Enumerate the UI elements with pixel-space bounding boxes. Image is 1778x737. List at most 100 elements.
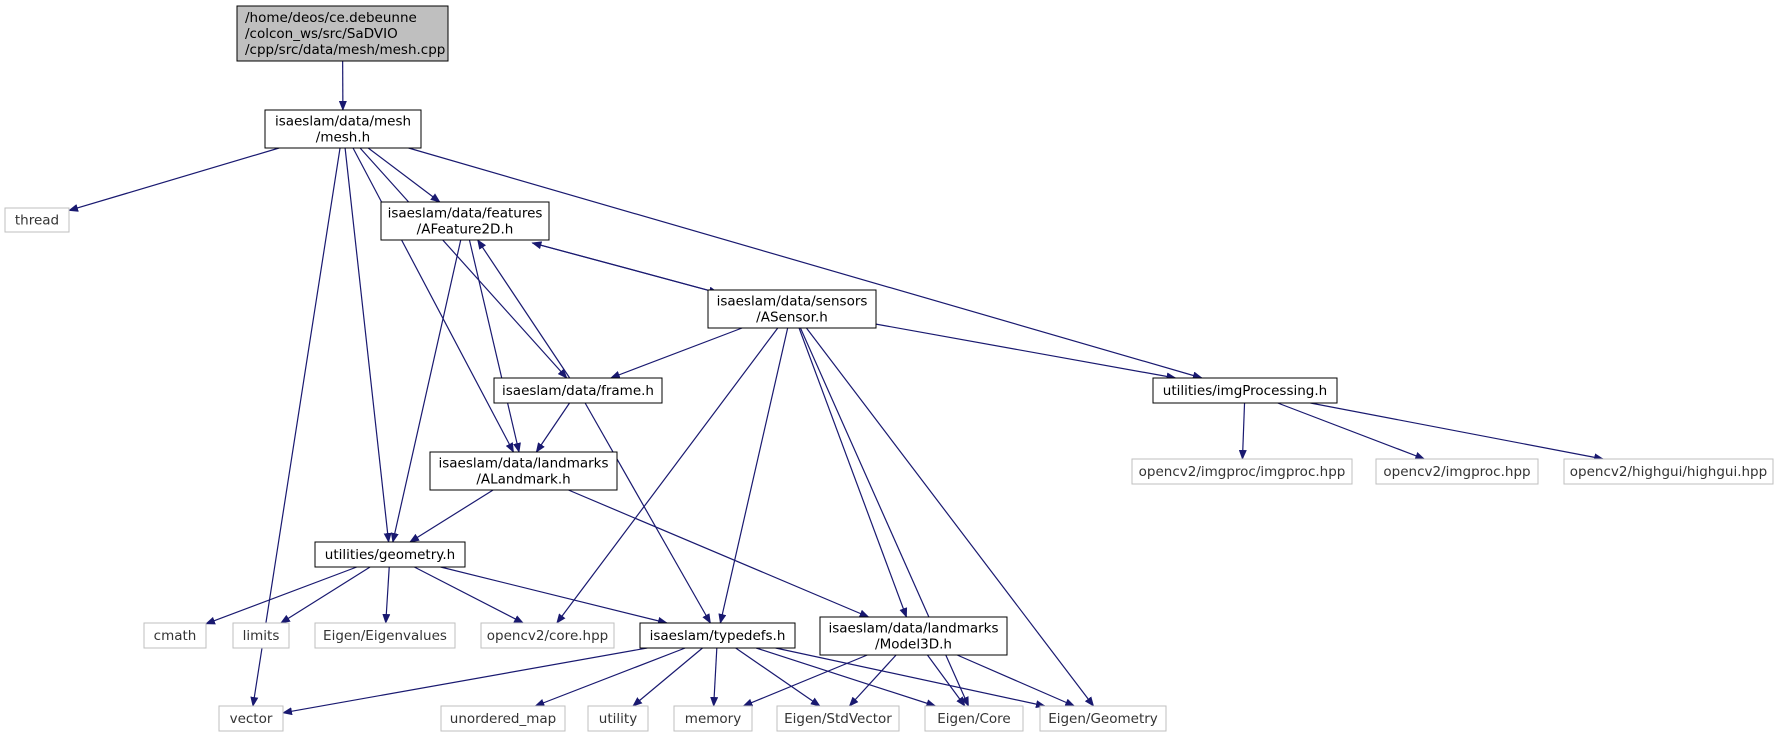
node-box bbox=[639, 622, 796, 649]
node-box bbox=[314, 541, 466, 568]
node-box bbox=[380, 201, 550, 241]
node-cmath: cmath bbox=[143, 622, 207, 649]
edge-asensor-to-typedefs bbox=[718, 327, 789, 624]
edge-geometry-to-cmath bbox=[205, 566, 358, 625]
node-box bbox=[1375, 458, 1539, 485]
node-label: /Model3D.h bbox=[875, 637, 952, 653]
node-asensor[interactable]: isaeslam/data/sensors/ASensor.h bbox=[707, 289, 877, 329]
node-box bbox=[924, 705, 1024, 732]
node-label: opencv2/imgproc/imgproc.hpp bbox=[1139, 464, 1346, 480]
node-label: isaeslam/data/mesh bbox=[275, 114, 411, 130]
node-eigenvalues: Eigen/Eigenvalues bbox=[314, 622, 456, 649]
node-utility: utility bbox=[587, 705, 649, 732]
edge-asensor-to-eigengeom bbox=[805, 327, 1095, 707]
node-label: utilities/geometry.h bbox=[325, 547, 455, 563]
node-label: isaeslam/typedefs.h bbox=[650, 628, 786, 644]
edge-asensor-to-model3d bbox=[798, 327, 908, 618]
node-box bbox=[1152, 377, 1338, 404]
node-label: limits bbox=[243, 628, 280, 644]
node-box bbox=[819, 616, 1008, 656]
edge-alandmark-to-geometry bbox=[409, 489, 494, 543]
node-label: memory bbox=[685, 711, 741, 727]
edge-frame-to-typedefs bbox=[584, 402, 711, 624]
edge-imgproc-to-cv_highgui bbox=[1310, 402, 1605, 462]
node-label: utilities/imgProcessing.h bbox=[1163, 383, 1327, 399]
node-label: /home/deos/ce.debeunne bbox=[245, 10, 417, 26]
node-box bbox=[673, 705, 753, 732]
node-label: /ASensor.h bbox=[756, 310, 828, 326]
node-label: /ALandmark.h bbox=[476, 472, 570, 488]
node-label: /mesh.h bbox=[316, 130, 370, 146]
node-thread: thread bbox=[4, 207, 70, 233]
node-cv_highgui: opencv2/highgui/highgui.hpp bbox=[1563, 458, 1774, 485]
node-memory: memory bbox=[673, 705, 753, 732]
edge-typedefs-to-stdvector bbox=[735, 647, 821, 707]
node-typedefs[interactable]: isaeslam/typedefs.h bbox=[639, 622, 796, 649]
node-alandmark[interactable]: isaeslam/data/landmarks/ALandmark.h bbox=[429, 451, 618, 491]
edge-geometry-to-cvcore bbox=[414, 566, 525, 624]
edge-imgproc-to-cv_imgproc bbox=[1277, 402, 1426, 460]
node-label: unordered_map bbox=[450, 711, 556, 727]
edge-asensor-to-imgproc bbox=[875, 323, 1177, 381]
edge-geometry-to-limits bbox=[280, 566, 371, 624]
edge-model3d-to-eigencore bbox=[926, 654, 966, 707]
edge-alandmark-to-model3d bbox=[568, 489, 870, 618]
node-box bbox=[776, 705, 900, 732]
edge-frame-to-afeature2d bbox=[477, 239, 571, 379]
node-label: isaeslam/data/frame.h bbox=[502, 383, 654, 399]
edge-typedefs-to-unordered_map bbox=[534, 647, 686, 707]
node-box bbox=[1563, 458, 1774, 485]
node-label: vector bbox=[230, 711, 273, 727]
edge-mesh_h-to-frame bbox=[359, 147, 568, 379]
node-vector: vector bbox=[218, 705, 284, 732]
node-box bbox=[218, 705, 284, 732]
node-label: utility bbox=[599, 711, 637, 727]
edge-typedefs-to-utility bbox=[632, 647, 703, 707]
node-label: Eigen/Core bbox=[937, 711, 1011, 727]
node-cv_imgproc: opencv2/imgproc.hpp bbox=[1375, 458, 1539, 485]
edge-mesh_h-to-thread bbox=[68, 147, 280, 212]
node-model3d[interactable]: isaeslam/data/landmarks/Model3D.h bbox=[819, 616, 1008, 656]
node-label: Eigen/Eigenvalues bbox=[323, 628, 447, 644]
node-frame[interactable]: isaeslam/data/frame.h bbox=[493, 377, 663, 404]
node-stdvector: Eigen/StdVector bbox=[776, 705, 900, 732]
edge-imgproc-to-cv_imgproc_imgproc bbox=[1238, 402, 1247, 460]
node-label: isaeslam/data/landmarks bbox=[438, 456, 608, 472]
edge-mesh_h-to-vector bbox=[250, 147, 341, 707]
node-box bbox=[236, 5, 449, 62]
edges-layer bbox=[68, 60, 1605, 716]
node-box bbox=[707, 289, 877, 329]
node-label: /colcon_ws/src/SaDVIO bbox=[245, 26, 398, 42]
edge-mesh_h-to-alandmark bbox=[352, 147, 515, 453]
edge-typedefs-to-vector bbox=[282, 647, 648, 716]
node-box bbox=[314, 622, 456, 649]
node-box bbox=[480, 622, 615, 649]
node-unordered_map: unordered_map bbox=[440, 705, 566, 732]
edge-asensor-to-frame bbox=[609, 327, 743, 379]
node-afeature2d[interactable]: isaeslam/data/features/AFeature2D.h bbox=[380, 201, 550, 241]
node-label: thread bbox=[15, 213, 59, 229]
node-box bbox=[1039, 705, 1167, 732]
node-label: Eigen/Geometry bbox=[1048, 711, 1158, 727]
node-mesh_h[interactable]: isaeslam/data/mesh/mesh.h bbox=[264, 109, 422, 149]
node-box bbox=[143, 622, 207, 649]
node-box bbox=[440, 705, 566, 732]
edge-model3d-to-memory bbox=[742, 654, 868, 707]
node-imgproc[interactable]: utilities/imgProcessing.h bbox=[1152, 377, 1338, 404]
node-cvcore: opencv2/core.hpp bbox=[480, 622, 615, 649]
node-eigencore: Eigen/Core bbox=[924, 705, 1024, 732]
node-geometry[interactable]: utilities/geometry.h bbox=[314, 541, 466, 568]
node-box bbox=[493, 377, 663, 404]
node-box bbox=[587, 705, 649, 732]
node-box bbox=[429, 451, 618, 491]
node-label: Eigen/StdVector bbox=[784, 711, 892, 727]
edge-asensor-to-afeature2d bbox=[531, 241, 719, 294]
node-box bbox=[232, 622, 290, 649]
node-label: cmath bbox=[154, 628, 197, 644]
edge-typedefs-to-eigencore bbox=[755, 647, 937, 708]
node-box bbox=[264, 109, 422, 149]
edge-model3d-to-stdvector bbox=[848, 654, 897, 707]
node-box bbox=[4, 207, 70, 233]
node-root[interactable]: /home/deos/ce.debeunne/colcon_ws/src/SaD… bbox=[236, 5, 449, 62]
